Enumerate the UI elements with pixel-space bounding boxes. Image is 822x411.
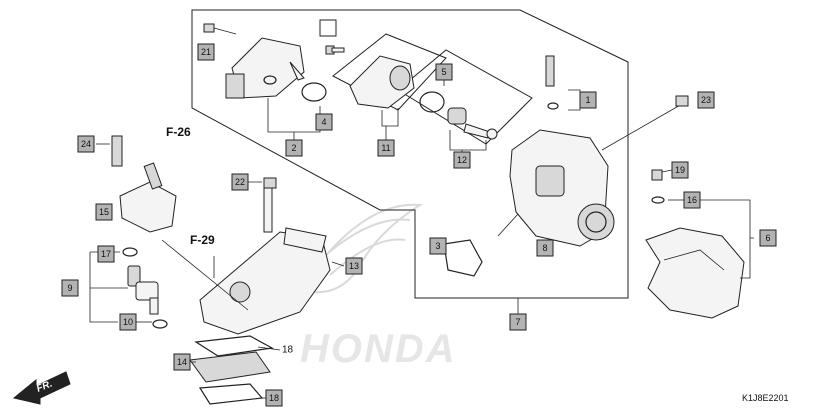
honda-watermark: HONDA: [298, 203, 457, 371]
svg-text:2: 2: [291, 143, 296, 153]
diagram-code: K1J8E2201: [742, 393, 789, 403]
intake-manifold: [199, 227, 331, 335]
figure-ref-f26[interactable]: F-26: [166, 125, 191, 139]
callout-5[interactable]: 5: [435, 63, 453, 81]
svg-text:14: 14: [177, 357, 187, 367]
callout-3[interactable]: 3: [429, 237, 447, 255]
svg-text:18: 18: [269, 393, 279, 403]
svg-text:4: 4: [321, 117, 326, 127]
gasket-18-lower: [198, 383, 264, 405]
label-18-plain: 18: [282, 345, 294, 356]
watermark-text: HONDA: [300, 327, 457, 371]
svg-text:6: 6: [765, 233, 770, 243]
plunger-12: [447, 107, 498, 140]
svg-text:1: 1: [585, 95, 590, 105]
callout-20[interactable]: [319, 19, 337, 37]
wing-logo: [298, 203, 424, 294]
insulator-14: [189, 351, 271, 383]
callout-17[interactable]: 17: [97, 245, 115, 263]
callout-13[interactable]: 13: [345, 257, 363, 275]
front-arrow-icon: [12, 371, 71, 405]
callout-8[interactable]: 8: [536, 239, 554, 257]
washer-16: [651, 196, 665, 204]
gasket-3: [443, 239, 483, 277]
callout-16[interactable]: 16: [683, 191, 701, 209]
svg-text:23: 23: [701, 95, 711, 105]
o-ring-4: [301, 82, 327, 102]
svg-text:8: 8: [542, 243, 547, 253]
o-ring-17: [122, 247, 138, 257]
svg-text:16: 16: [687, 195, 697, 205]
fuel-joint: [111, 135, 177, 233]
svg-text:17: 17: [101, 249, 111, 259]
svg-text:7: 7: [515, 317, 520, 327]
o-ring-10: [152, 319, 168, 329]
leader-lines: [89, 80, 754, 399]
callout-4[interactable]: 4: [315, 113, 333, 131]
callout-21[interactable]: 21: [197, 43, 215, 61]
callout-15[interactable]: 15: [95, 203, 113, 221]
callout-1[interactable]: 1: [579, 91, 597, 109]
callout-18[interactable]: 18: [265, 389, 283, 407]
small-screw: [325, 45, 345, 55]
svg-text:5: 5: [441, 67, 446, 77]
bolt-22: [263, 177, 277, 233]
svg-text:11: 11: [381, 143, 390, 153]
wing-stroke: [319, 218, 411, 261]
sub-frame-12: [397, 49, 533, 145]
gasket-18-upper: [194, 335, 274, 357]
fuel-injector: [127, 265, 159, 315]
svg-text:3: 3: [435, 241, 440, 251]
svg-text:10: 10: [123, 317, 133, 327]
callout-11[interactable]: 11: [377, 139, 395, 157]
bolt-23-shaft: [601, 103, 683, 151]
svg-text:12: 12: [457, 155, 467, 165]
callout-12[interactable]: 12: [453, 151, 471, 169]
screw-21: [203, 23, 237, 35]
callout-19[interactable]: 19: [671, 161, 689, 179]
bolt-1: [545, 55, 559, 110]
svg-text:21: 21: [201, 47, 211, 57]
callout-9[interactable]: 9: [61, 279, 79, 297]
callout-22[interactable]: 22: [231, 173, 249, 191]
sensor-unit-11: [349, 55, 415, 109]
svg-text:24: 24: [81, 139, 91, 149]
callout-10[interactable]: 10: [119, 313, 137, 331]
svg-text:22: 22: [235, 177, 245, 187]
svg-text:15: 15: [99, 207, 109, 217]
callout-7[interactable]: 7: [509, 313, 527, 331]
bolt-23-head: [675, 95, 689, 107]
callout-2[interactable]: 2: [285, 139, 303, 157]
screw-19: [651, 169, 663, 181]
svg-text:13: 13: [349, 261, 359, 271]
throttle-cover: [645, 227, 745, 319]
map-sensor: [225, 37, 305, 99]
throttle-body: [509, 129, 615, 247]
figure-ref-f29[interactable]: F-29: [190, 233, 215, 247]
svg-text:9: 9: [67, 283, 72, 293]
callout-24[interactable]: 24: [77, 135, 95, 153]
o-ring-5: [419, 91, 445, 113]
callout-14[interactable]: 14: [173, 353, 191, 371]
callout-6[interactable]: 6: [759, 229, 777, 247]
svg-text:19: 19: [675, 165, 685, 175]
wing-stroke: [329, 238, 406, 276]
callout-23[interactable]: 23: [697, 91, 715, 109]
assembly-frame: [191, 9, 629, 299]
front-arrow: FR.: [12, 371, 71, 405]
